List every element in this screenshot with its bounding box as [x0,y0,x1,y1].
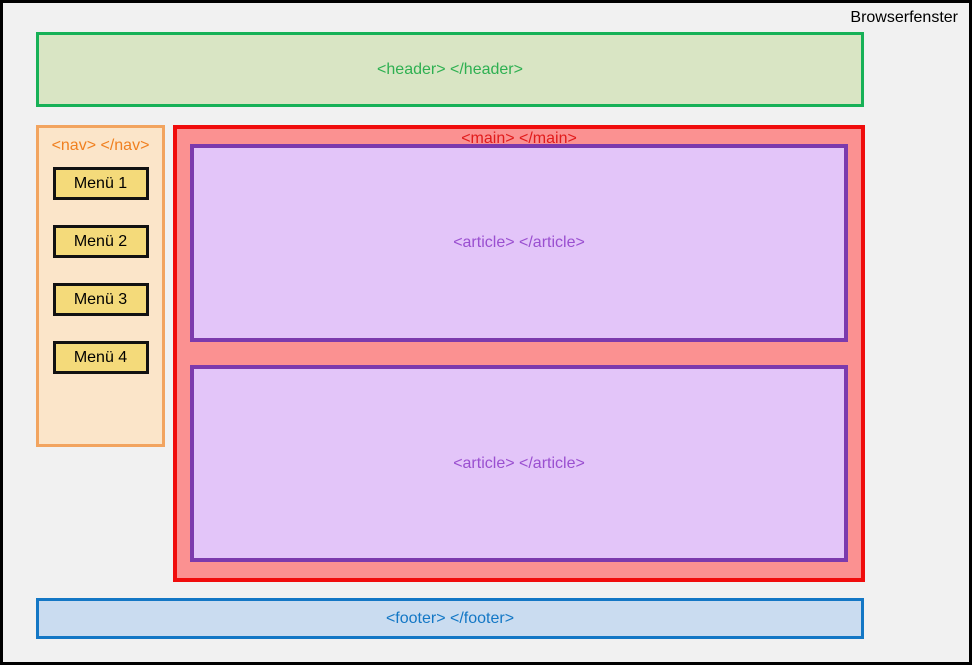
browser-window-title: Browserfenster [850,9,958,26]
article-element-box-1: <article> </article> [190,144,848,342]
menu-button-2[interactable]: Menü 2 [52,225,149,258]
header-tag-label: <header> </header> [377,60,523,78]
article-tag-label-1: <article> </article> [453,234,585,251]
header-element-box: <header> </header> [36,32,864,107]
main-element-box: <main> </main> <article> </article> <art… [173,125,865,582]
menu-button-4-label: Menü 4 [73,348,128,366]
nav-element-box: <nav> </nav> Menü 1 Menü 2 Menü 3 Menü 4 [36,125,165,447]
footer-tag-label: <footer> </footer> [385,609,515,627]
main-tag-label: <main> </main> [461,130,577,147]
nav-tag-label: <nav> </nav> [51,137,150,154]
menu-button-3[interactable]: Menü 3 [52,283,149,316]
article-tag-label-2: <article> </article> [453,454,585,472]
footer-element-box: <footer> </footer> [36,598,864,639]
menu-button-4[interactable]: Menü 4 [52,341,149,374]
menu-button-1-label: Menü 1 [73,174,128,192]
menu-button-1[interactable]: Menü 1 [52,167,149,200]
menu-button-2-label: Menü 2 [73,232,128,250]
menu-button-3-label: Menü 3 [73,290,128,308]
article-element-box-2: <article> </article> [190,365,848,562]
